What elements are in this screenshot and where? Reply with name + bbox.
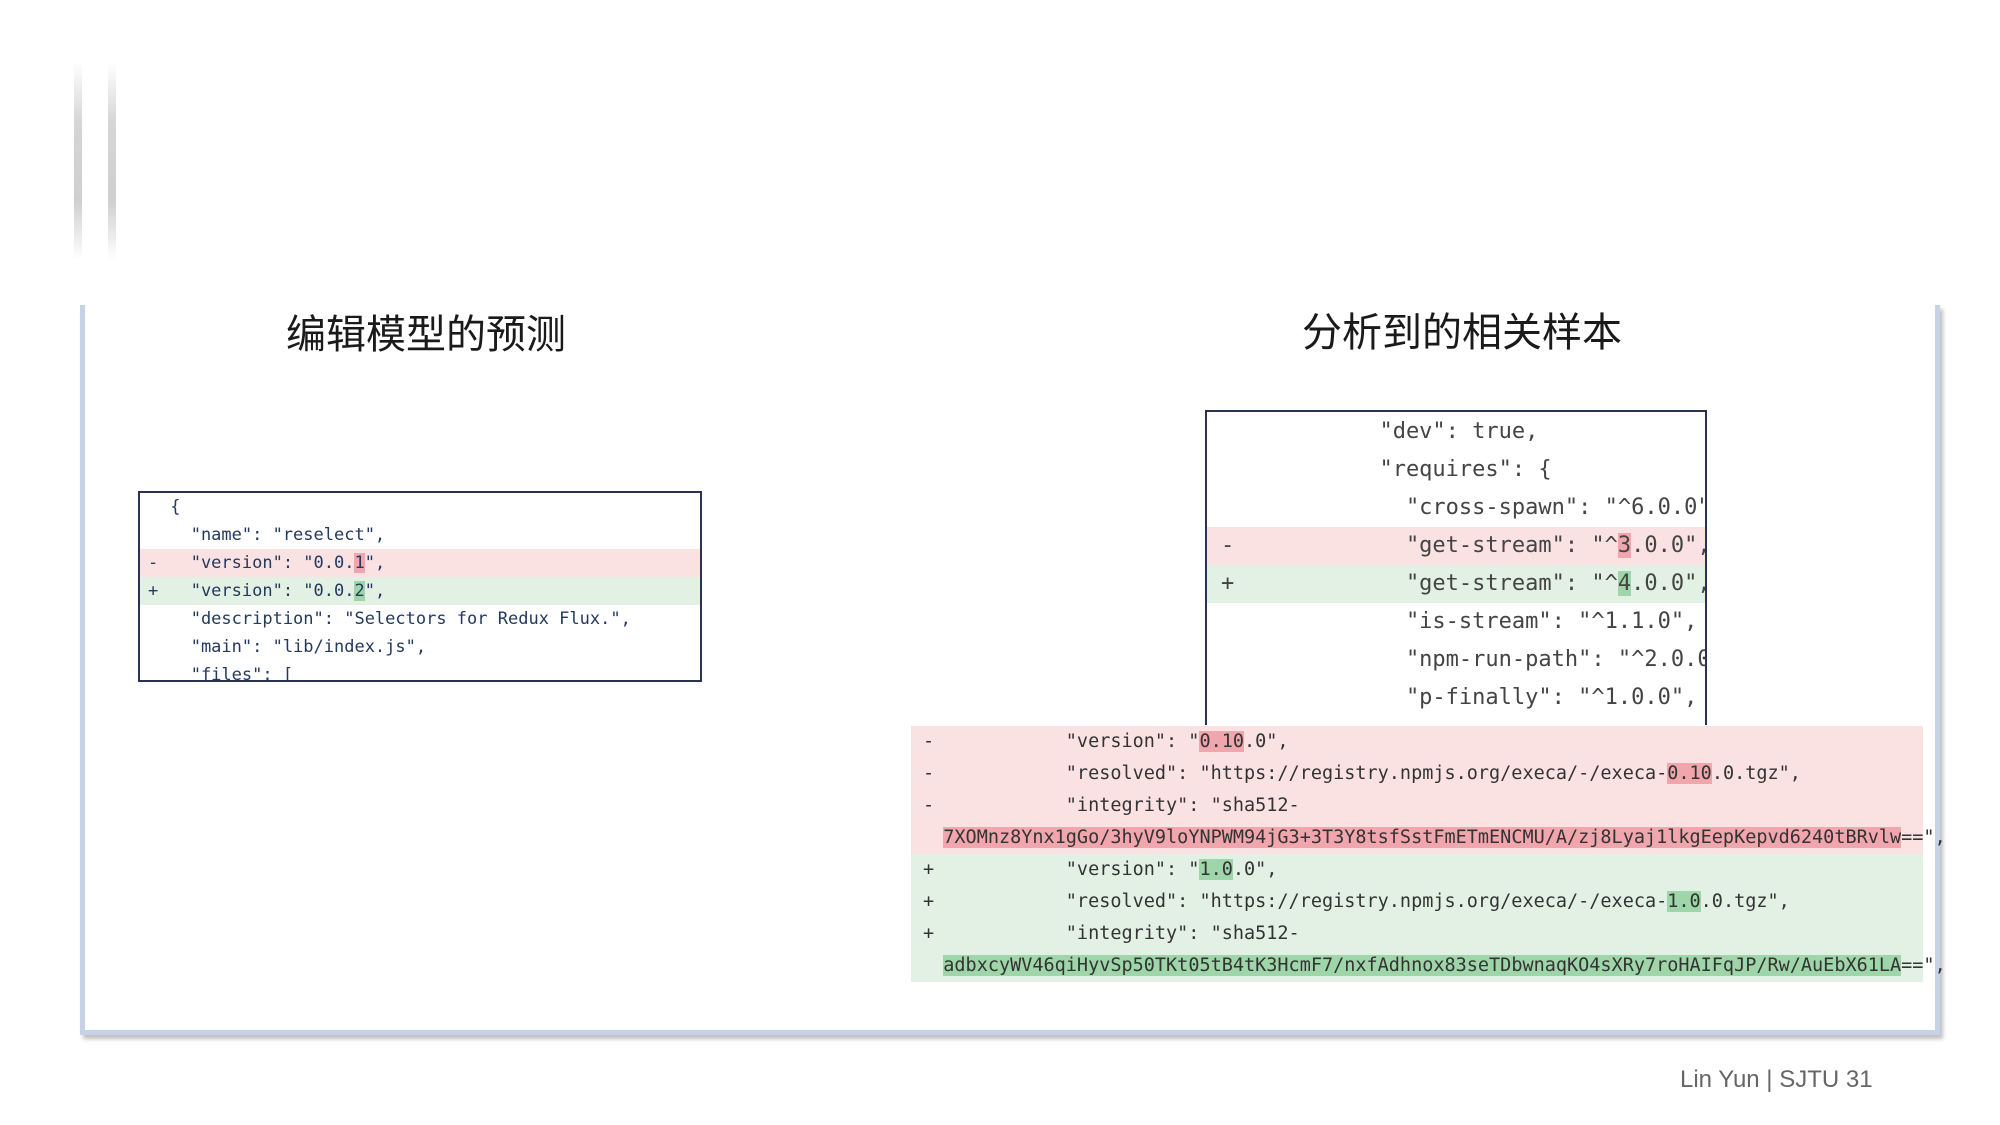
diff-line-text: "dev": true,: [1247, 419, 1539, 444]
diff-marker: -: [923, 763, 935, 784]
diff-line: - "version": "0.10.0",: [911, 726, 1923, 758]
lockfile-diff: - "version": "0.10.0",- "resolved": "htt…: [911, 724, 1946, 982]
diff-line: "requires": {: [1207, 451, 1705, 489]
diff-highlight: 1: [354, 553, 365, 573]
diff-line: 7XOMnz8Ynx1gGo/3hyV9loYNPWM94jG3+3T3Y8ts…: [911, 822, 1946, 854]
diff-marker: +: [923, 859, 935, 880]
diff-line-text: "resolved": "https://registry.npmjs.org/…: [921, 886, 1790, 918]
diff-text: .0.0",: [1631, 533, 1707, 558]
diff-line-text: adbxcyWV46qiHyvSp50TKt05tB4tK3HcmF7/nxfA…: [921, 950, 1946, 982]
diff-line: "description": "Selectors for Redux Flux…: [140, 605, 700, 633]
diff-text: "resolved": "https://registry.npmjs.org/…: [921, 891, 1668, 912]
diff-text: .0.0",: [1631, 571, 1707, 596]
diff-line: "dev": true,: [1207, 413, 1705, 451]
diff-line: + "get-stream": "^4.0.0",: [1207, 565, 1705, 603]
diff-line: "p-finally": "^1.0.0",: [1207, 679, 1705, 717]
decoration-bar: [74, 62, 82, 260]
diff-marker: +: [1221, 571, 1235, 596]
decoration-bar: [108, 62, 116, 260]
diff-line-text: "cross-spawn": "^6.0.0",: [1247, 495, 1707, 520]
diff-text: "integrity": "sha512-: [921, 795, 1300, 816]
diff-text: ",: [364, 553, 386, 573]
diff-marker: -: [923, 795, 935, 816]
diff-text: "get-stream": "^: [1247, 571, 1618, 596]
diff-line-text: "version": "0.10.0",: [921, 726, 1289, 758]
diff-line-text: "resolved": "https://registry.npmjs.org/…: [921, 758, 1801, 790]
diff-line: "cross-spawn": "^6.0.0",: [1207, 489, 1705, 527]
diff-line-text: "get-stream": "^4.0.0",: [1247, 565, 1707, 603]
diff-marker: -: [923, 731, 935, 752]
diff-text: [921, 827, 943, 848]
diff-line-text: "version": "0.0.1",: [160, 549, 385, 577]
diff-highlight: 3: [1617, 533, 1632, 558]
related-sample-diff: "dev": true, "requires": { "cross-spawn"…: [1205, 410, 1707, 725]
left-heading: 编辑模型的预测: [286, 312, 566, 358]
diff-line: - "version": "0.0.1",: [140, 549, 700, 577]
model-prediction-diff: { "name": "reselect",- "version": "0.0.1…: [138, 491, 702, 682]
diff-marker: +: [148, 581, 159, 601]
diff-line-text: "is-stream": "^1.1.0",: [1247, 609, 1698, 634]
diff-text: "version": ": [921, 731, 1200, 752]
diff-line-text: "version": "0.0.2",: [160, 577, 385, 605]
diff-text: .0",: [1244, 731, 1289, 752]
right-heading: 分析到的相关样本: [1302, 310, 1622, 356]
diff-line: - "resolved": "https://registry.npmjs.or…: [911, 758, 1923, 790]
title-decoration: [74, 62, 118, 260]
diff-line: + "version": "1.0.0",: [911, 854, 1923, 886]
diff-text: ==",: [1901, 955, 1946, 976]
diff-line-text: "version": "1.0.0",: [921, 854, 1277, 886]
diff-line-text: "get-stream": "^3.0.0",: [1247, 527, 1707, 565]
diff-highlight: 2: [354, 581, 365, 601]
diff-line-text: "files": [: [160, 665, 294, 682]
diff-line-text: "integrity": "sha512-: [921, 790, 1300, 822]
diff-line: "npm-run-path": "^2.0.0",: [1207, 641, 1705, 679]
diff-line-text: "main": "lib/index.js",: [160, 637, 427, 657]
diff-line-text: "integrity": "sha512-: [921, 918, 1300, 950]
diff-highlight: 4: [1617, 571, 1632, 596]
diff-line-text: "p-finally": "^1.0.0",: [1247, 685, 1698, 710]
diff-line-text: "requires": {: [1247, 457, 1552, 482]
diff-line: + "version": "0.0.2",: [140, 577, 700, 605]
diff-line: - "integrity": "sha512-: [911, 790, 1923, 822]
diff-line: adbxcyWV46qiHyvSp50TKt05tB4tK3HcmF7/nxfA…: [911, 950, 1946, 982]
diff-marker: +: [923, 891, 935, 912]
diff-line-text: "npm-run-path": "^2.0.0",: [1247, 647, 1707, 672]
diff-text: "version": "0.0.: [160, 553, 355, 573]
diff-highlight: 1.0: [1667, 891, 1701, 912]
diff-text: "integrity": "sha512-: [921, 923, 1300, 944]
diff-highlight: 0.10: [1667, 763, 1712, 784]
diff-line-text: "name": "reselect",: [160, 525, 386, 545]
diff-highlight: 7XOMnz8Ynx1gGo/3hyV9loYNPWM94jG3+3T3Y8ts…: [943, 827, 1902, 848]
diff-text: .0",: [1232, 859, 1278, 880]
diff-line: + "integrity": "sha512-: [911, 918, 1923, 950]
diff-text: "version": ": [921, 859, 1200, 880]
diff-text: [921, 955, 943, 976]
diff-highlight: adbxcyWV46qiHyvSp50TKt05tB4tK3HcmF7/nxfA…: [943, 955, 1902, 976]
diff-line-text: "description": "Selectors for Redux Flux…: [160, 609, 631, 629]
diff-marker: -: [148, 553, 159, 573]
diff-line: {: [140, 493, 700, 521]
diff-text: ==",: [1901, 827, 1946, 848]
diff-line: + "resolved": "https://registry.npmjs.or…: [911, 886, 1923, 918]
diff-line: "name": "reselect",: [140, 521, 700, 549]
diff-text: "version": "0.0.: [160, 581, 355, 601]
diff-text: "get-stream": "^: [1247, 533, 1618, 558]
diff-line-text: {: [160, 497, 181, 517]
content-frame: [80, 305, 1940, 1035]
diff-line: "files": [: [140, 661, 700, 682]
diff-text: "resolved": "https://registry.npmjs.org/…: [921, 763, 1668, 784]
diff-text: ",: [364, 581, 386, 601]
diff-line-text: 7XOMnz8Ynx1gGo/3hyV9loYNPWM94jG3+3T3Y8ts…: [921, 822, 1946, 854]
diff-line: "main": "lib/index.js",: [140, 633, 700, 661]
diff-line: - "get-stream": "^3.0.0",: [1207, 527, 1705, 565]
diff-highlight: 1.0: [1199, 859, 1233, 880]
slide-footer: Lin Yun | SJTU 31: [1680, 1066, 1873, 1093]
diff-line: "is-stream": "^1.1.0",: [1207, 603, 1705, 641]
diff-text: .0.tgz",: [1700, 891, 1790, 912]
diff-text: .0.tgz",: [1711, 763, 1801, 784]
diff-marker: +: [923, 923, 935, 944]
diff-highlight: 0.10: [1199, 731, 1245, 752]
diff-marker: -: [1221, 533, 1235, 558]
